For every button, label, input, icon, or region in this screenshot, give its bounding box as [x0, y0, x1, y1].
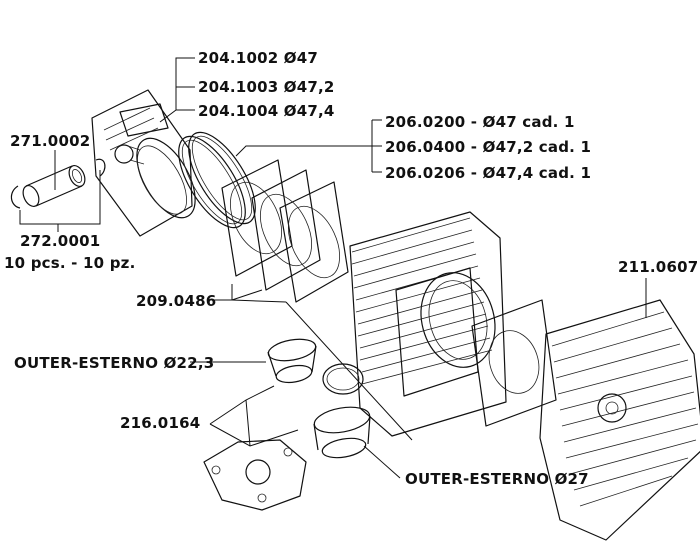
label-outer-small: OUTER-ESTERNO Ø22,3: [14, 354, 214, 372]
piston-pin: [22, 165, 86, 207]
reducers: [267, 338, 371, 459]
circlips: [10, 158, 106, 209]
label-reducer-ref: 216.0164: [120, 414, 200, 432]
label-head-ref: 211.0607: [618, 258, 698, 276]
head-gasket: [471, 299, 557, 427]
label-piston-ref-2: 204.1003 Ø47,2: [198, 78, 335, 96]
label-rings-ref-2: 206.0400 - Ø47,2 cad. 1: [385, 138, 591, 156]
piston: [91, 89, 196, 237]
label-clip-ref: 272.0001: [20, 232, 100, 250]
label-rings-ref-1: 206.0200 - Ø47 cad. 1: [385, 113, 575, 131]
intake-flange: [203, 439, 307, 511]
label-piston-ref-3: 204.1004 Ø47,4: [198, 102, 335, 120]
cylinder-head: [539, 299, 700, 541]
label-gasket-ref: 209.0486: [136, 292, 216, 310]
label-outer-large: OUTER-ESTERNO Ø27: [405, 470, 589, 488]
label-rings-ref-3: 206.0206 - Ø47,4 cad. 1: [385, 164, 591, 182]
piston-rings: [178, 131, 256, 229]
base-gaskets: [221, 159, 349, 303]
leader-lines: [19, 57, 647, 479]
label-clip-qty: 10 pcs. - 10 pz.: [4, 254, 135, 272]
label-pin-ref: 271.0002: [10, 132, 90, 150]
label-piston-ref-1: 204.1002 Ø47: [198, 49, 318, 67]
